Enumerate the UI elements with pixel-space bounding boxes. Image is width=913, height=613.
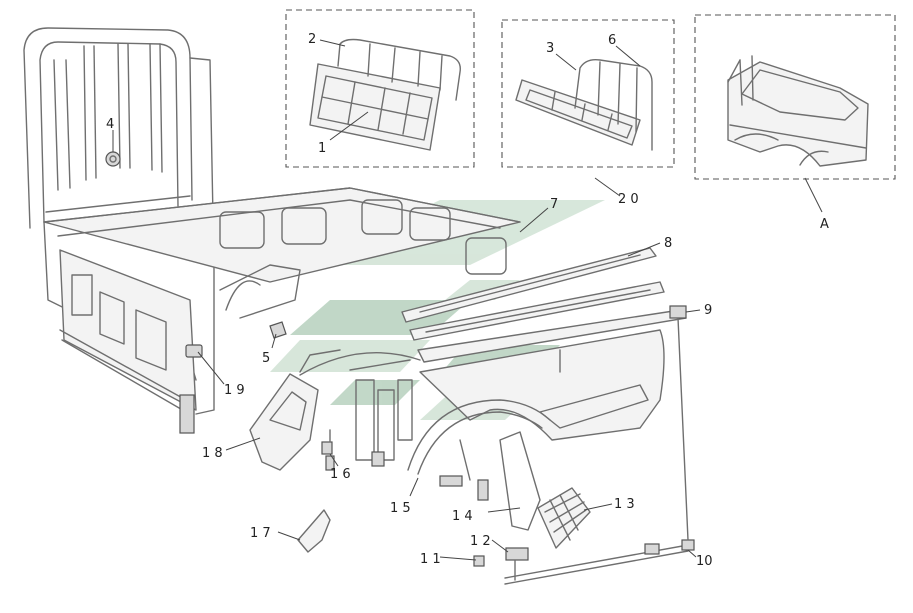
part-15-fender bbox=[407, 399, 551, 475]
part-13-mesh bbox=[537, 487, 591, 549]
part-18-mudguard bbox=[249, 349, 421, 471]
part-19-bracket bbox=[185, 344, 203, 358]
part-11-nut bbox=[473, 555, 485, 567]
leader-lines bbox=[112, 39, 823, 561]
part-7-rail bbox=[401, 247, 657, 323]
callout-8: 8 bbox=[664, 236, 672, 251]
callout-A: A bbox=[820, 217, 829, 232]
callout-7: 7 bbox=[550, 197, 558, 212]
part-5-clip bbox=[269, 321, 287, 339]
part-17-bracket bbox=[297, 509, 331, 553]
side-rack-assembly bbox=[515, 58, 653, 151]
callout-17: 1 7 bbox=[250, 526, 271, 541]
part-14-arm bbox=[439, 431, 541, 531]
callout-16: 1 6 bbox=[330, 467, 351, 482]
part-16-bolts bbox=[321, 429, 335, 471]
callout-12: 1 2 bbox=[470, 534, 491, 549]
callout-14: 1 4 bbox=[452, 509, 473, 524]
callout-11: 1 1 bbox=[420, 552, 441, 567]
callout-20: 2 0 bbox=[618, 192, 639, 207]
callout-13: 1 3 bbox=[614, 497, 635, 512]
part-12-clip bbox=[505, 547, 529, 581]
detail-box-A bbox=[694, 14, 896, 180]
part-10-bar bbox=[504, 317, 695, 585]
callout-19: 1 9 bbox=[224, 383, 245, 398]
detail-box-1-2 bbox=[285, 9, 475, 168]
center-brackets bbox=[349, 359, 413, 467]
callout-9: 9 bbox=[704, 303, 712, 318]
tailgate-assembly bbox=[309, 38, 461, 151]
callout-15: 1 5 bbox=[390, 501, 411, 516]
detail-box-20 bbox=[501, 19, 675, 168]
rear-side-panel bbox=[419, 329, 665, 441]
callout-6: 6 bbox=[608, 33, 616, 48]
callout-10: 10 bbox=[696, 554, 713, 569]
cargo-bed-main bbox=[23, 27, 521, 434]
part-9-rail bbox=[417, 305, 687, 363]
callout-5: 5 bbox=[262, 351, 270, 366]
callout-2: 2 bbox=[308, 32, 316, 47]
callout-4: 4 bbox=[106, 117, 114, 132]
part-4-grommet bbox=[105, 151, 121, 167]
part-8-rail bbox=[409, 281, 665, 341]
truck-bed-view-A bbox=[727, 55, 869, 167]
callout-18: 1 8 bbox=[202, 446, 223, 461]
callout-3: 3 bbox=[546, 41, 554, 56]
callout-1: 1 bbox=[318, 141, 326, 156]
